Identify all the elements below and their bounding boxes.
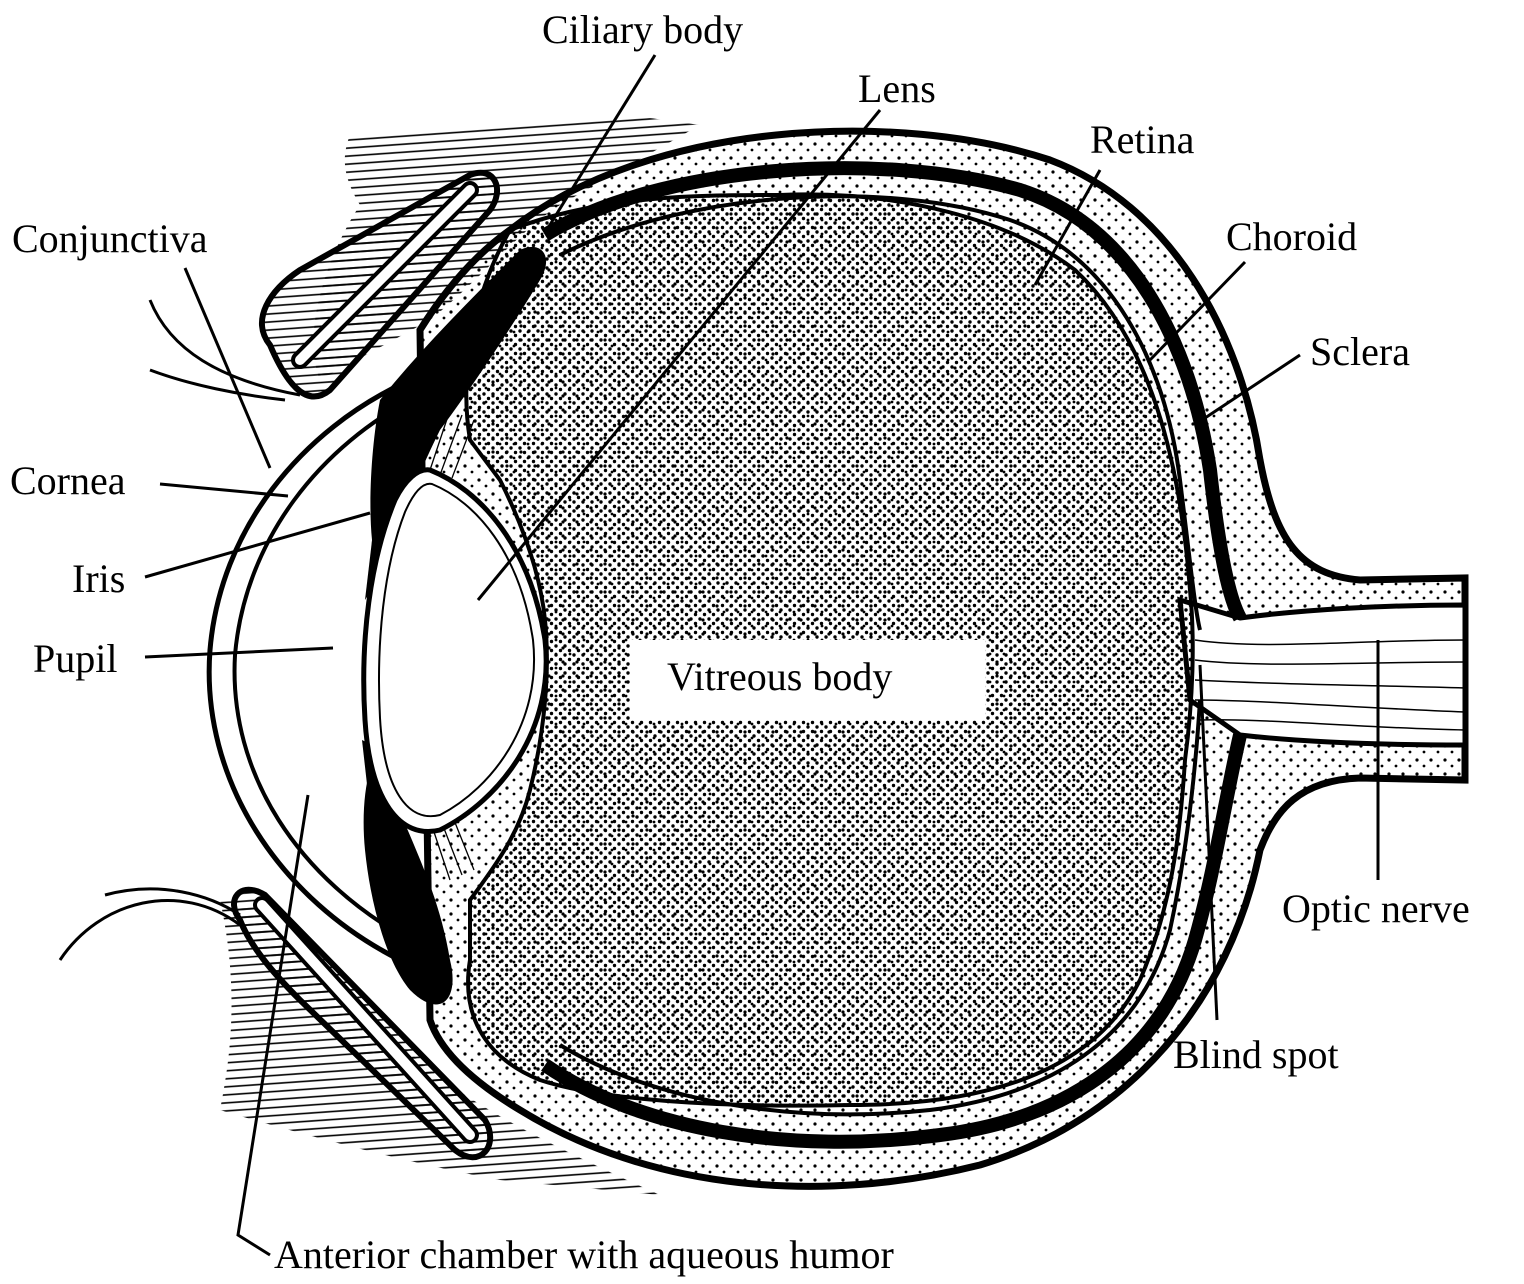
label-choroid: Choroid [1226, 214, 1357, 259]
label-iris: Iris [72, 556, 125, 601]
label-conjunctiva: Conjunctiva [12, 216, 208, 261]
leader-pupil [145, 648, 333, 657]
label-pupil: Pupil [33, 636, 117, 681]
label-blind-spot: Blind spot [1173, 1032, 1339, 1077]
label-vitreous-body: Vitreous body [667, 654, 892, 699]
label-retina: Retina [1090, 117, 1195, 162]
label-ciliary-body: Ciliary body [542, 7, 743, 52]
lower-eyelash [60, 900, 240, 960]
leader-conjunctiva [185, 268, 270, 468]
label-optic-nerve: Optic nerve [1282, 886, 1470, 931]
upper-eyelash-2 [150, 370, 285, 400]
label-anterior-chamber: Anterior chamber with aqueous humor [274, 1232, 894, 1277]
label-lens: Lens [858, 66, 936, 111]
label-cornea: Cornea [10, 458, 126, 503]
label-sclera: Sclera [1310, 329, 1410, 374]
